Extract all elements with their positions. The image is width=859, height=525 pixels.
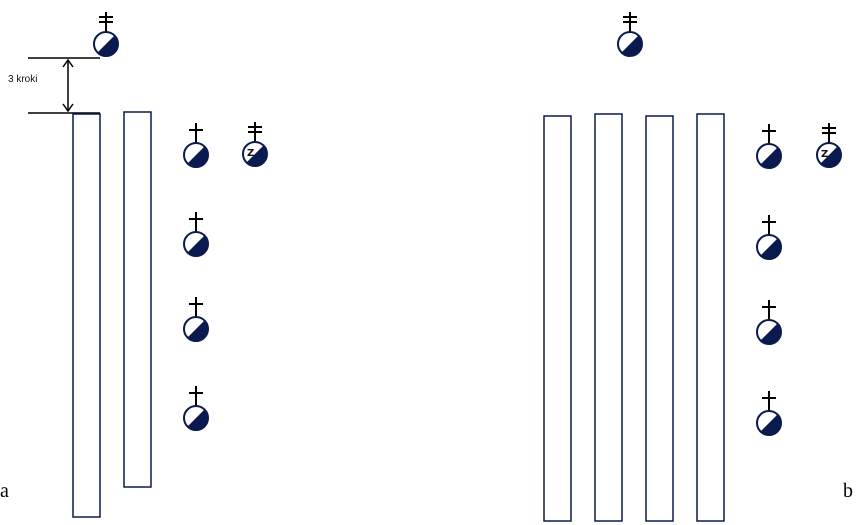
rank-figure-icon <box>756 124 782 169</box>
column-block <box>594 113 623 522</box>
officer-figure-icon <box>93 12 119 57</box>
rank-figure-icon <box>756 391 782 436</box>
rank-figure-icon <box>756 215 782 260</box>
panel-label-a: a <box>0 480 9 502</box>
panel-b: Z b <box>543 12 853 522</box>
panel-a: 3 kroki Z <box>0 12 268 518</box>
column-block <box>645 115 674 522</box>
column-block <box>123 111 152 488</box>
column-block <box>543 115 572 522</box>
rank-figure-icon <box>183 386 209 431</box>
commander-marker: Z <box>821 149 828 160</box>
rank-figure-icon <box>183 212 209 257</box>
commander-marker: Z <box>247 148 254 159</box>
rank-figure-icon <box>756 300 782 345</box>
officer-figure-icon <box>617 12 643 57</box>
rank-figure-icon <box>183 123 209 168</box>
column-block <box>72 113 101 518</box>
commander-figure-icon: Z <box>242 122 268 167</box>
distance-label: 3 kroki <box>8 74 37 85</box>
rank-figure-icon <box>183 297 209 342</box>
panel-label-b: b <box>843 480 853 502</box>
commander-figure-icon: Z <box>816 123 842 168</box>
column-block <box>696 113 725 522</box>
distance-measurement: 3 kroki <box>8 57 100 114</box>
